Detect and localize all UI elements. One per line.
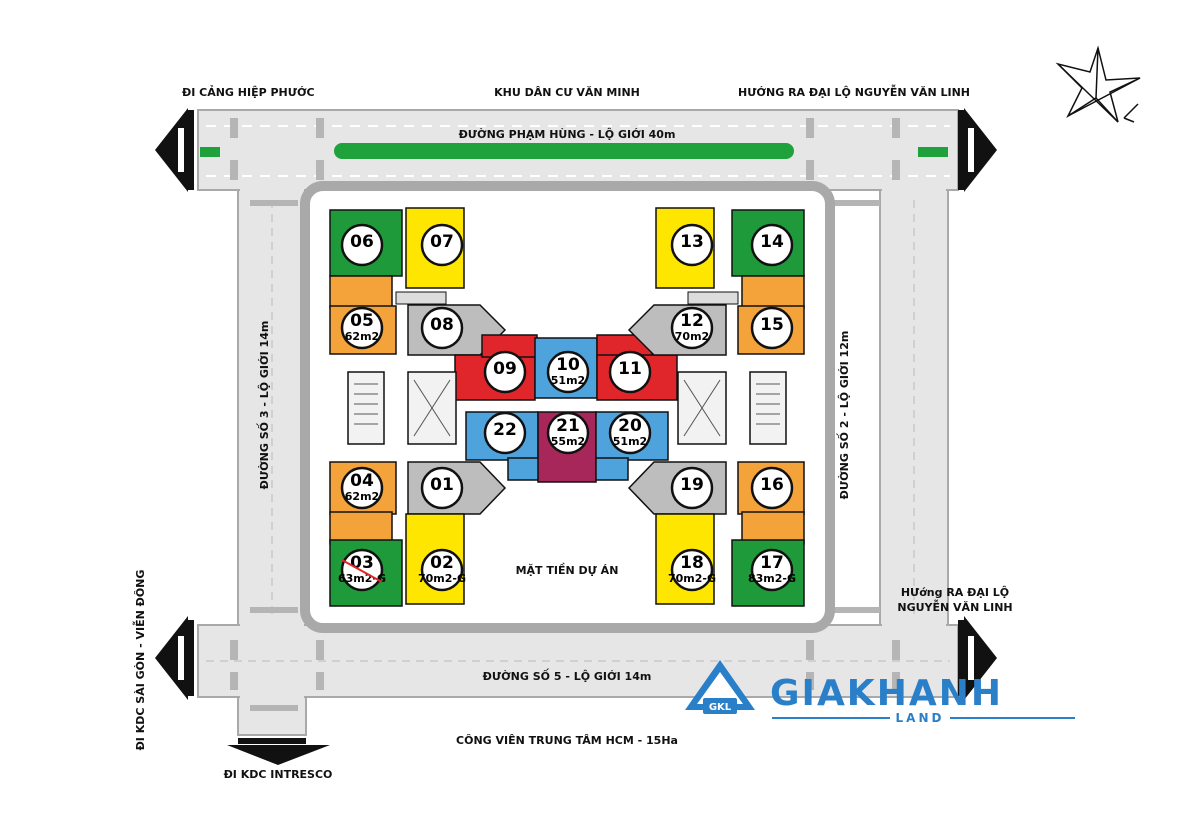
logo-name: GIAKHANH <box>770 673 1003 714</box>
label-road-top: ĐƯỜNG PHẠM HÙNG - LỘ GIỚI 40m <box>459 128 676 141</box>
compass-icon <box>1055 45 1141 123</box>
unit-area: 63m2-G <box>338 572 386 585</box>
unit-22-circle <box>483 411 527 455</box>
label-bottom-left: ĐI KDC INTRESCO <box>224 768 333 781</box>
unit-area: 51m2 <box>613 435 647 448</box>
unit-number: 05 <box>350 311 374 331</box>
label-road-bottom: ĐƯỜNG SỐ 5 - LỘ GIỚI 14m <box>483 668 652 683</box>
unit-19-circle <box>670 466 714 510</box>
unit-number: 19 <box>680 475 704 495</box>
unit-17-circle <box>750 548 794 592</box>
label-top-center: KHU DÂN CƯ VĂN MINH <box>494 86 640 99</box>
unit-number: 21 <box>556 416 580 436</box>
label-right-line2: NGUYỄN VĂN LINH <box>897 599 1012 614</box>
label-bottom-center: CÔNG VIÊN TRUNG TÂM HCM - 15Ha <box>456 734 678 747</box>
unit-area: 70m2-G <box>668 572 716 585</box>
unit-11-circle <box>608 350 652 394</box>
unit-18-circle <box>670 548 714 592</box>
label-road-right: ĐƯỜNG SỐ 2 - LỘ GIỚI 12m <box>836 331 851 500</box>
road-network <box>197 109 959 736</box>
unit-area: 70m2-G <box>418 572 466 585</box>
label-right-line1: HƯớng RA ĐẠI LỘ <box>901 586 1009 599</box>
logo-sub: LAND <box>896 711 945 725</box>
unit-12-circle <box>670 306 714 350</box>
unit-number: 22 <box>493 420 517 440</box>
label-bottom-left-vertical: ĐI KDC SÀI GÒN - VIỄN ĐÔNG <box>132 570 147 751</box>
unit-number: 15 <box>760 315 784 335</box>
unit-01-circle <box>420 466 464 510</box>
unit-area: 83m2-G <box>748 572 796 585</box>
unit-number: 17 <box>760 553 784 573</box>
unit-markers <box>340 223 794 592</box>
unit-number: 02 <box>430 553 454 573</box>
unit-02-circle <box>420 548 464 592</box>
unit-number: 08 <box>430 315 454 335</box>
label-road-left: ĐƯỜNG SỐ 3 - LỘ GIỚI 14m <box>256 321 271 490</box>
unit-number: 07 <box>430 232 454 252</box>
unit-number: 06 <box>350 232 374 252</box>
unit-number: 18 <box>680 553 704 573</box>
unit-number: 04 <box>350 471 374 491</box>
label-top-left: ĐI CẢNG HIỆP PHƯỚC <box>182 85 315 99</box>
unit-16-circle <box>750 466 794 510</box>
unit-number: 13 <box>680 232 704 252</box>
unit-area: 70m2 <box>675 330 709 343</box>
unit-area: 55m2 <box>551 435 585 448</box>
unit-15-circle <box>750 306 794 350</box>
unit-20-circle <box>608 411 652 455</box>
unit-08-circle <box>420 306 464 350</box>
unit-number: 01 <box>430 475 454 495</box>
unit-area: 51m2 <box>551 374 585 387</box>
unit-area: 62m2 <box>345 490 379 503</box>
unit-number: 20 <box>618 416 642 436</box>
unit-number: 11 <box>618 359 642 379</box>
unit-14-circle <box>750 223 794 267</box>
unit-13-circle <box>670 223 714 267</box>
unit-21-circle <box>546 411 590 455</box>
unit-number: 10 <box>556 355 580 375</box>
unit-10-circle <box>546 350 590 394</box>
unit-06-circle <box>340 223 384 267</box>
unit-number: 14 <box>760 232 784 252</box>
logo-badge: GKL <box>709 702 732 713</box>
unit-04-circle <box>340 466 384 510</box>
unit-number: 16 <box>760 475 784 495</box>
label-front: MẶT TIỀN DỰ ÁN <box>516 563 619 577</box>
unit-area: 62m2 <box>345 330 379 343</box>
unit-07-circle <box>420 223 464 267</box>
unit-09-circle <box>483 350 527 394</box>
unit-05-circle <box>340 306 384 350</box>
logo-house-icon: GKL <box>685 660 755 714</box>
median-strip <box>334 143 794 159</box>
unit-number: 12 <box>680 311 704 331</box>
label-top-right: HƯỚNG RA ĐẠI LỘ NGUYỄN VĂN LINH <box>738 84 970 99</box>
unit-number: 09 <box>493 359 517 379</box>
